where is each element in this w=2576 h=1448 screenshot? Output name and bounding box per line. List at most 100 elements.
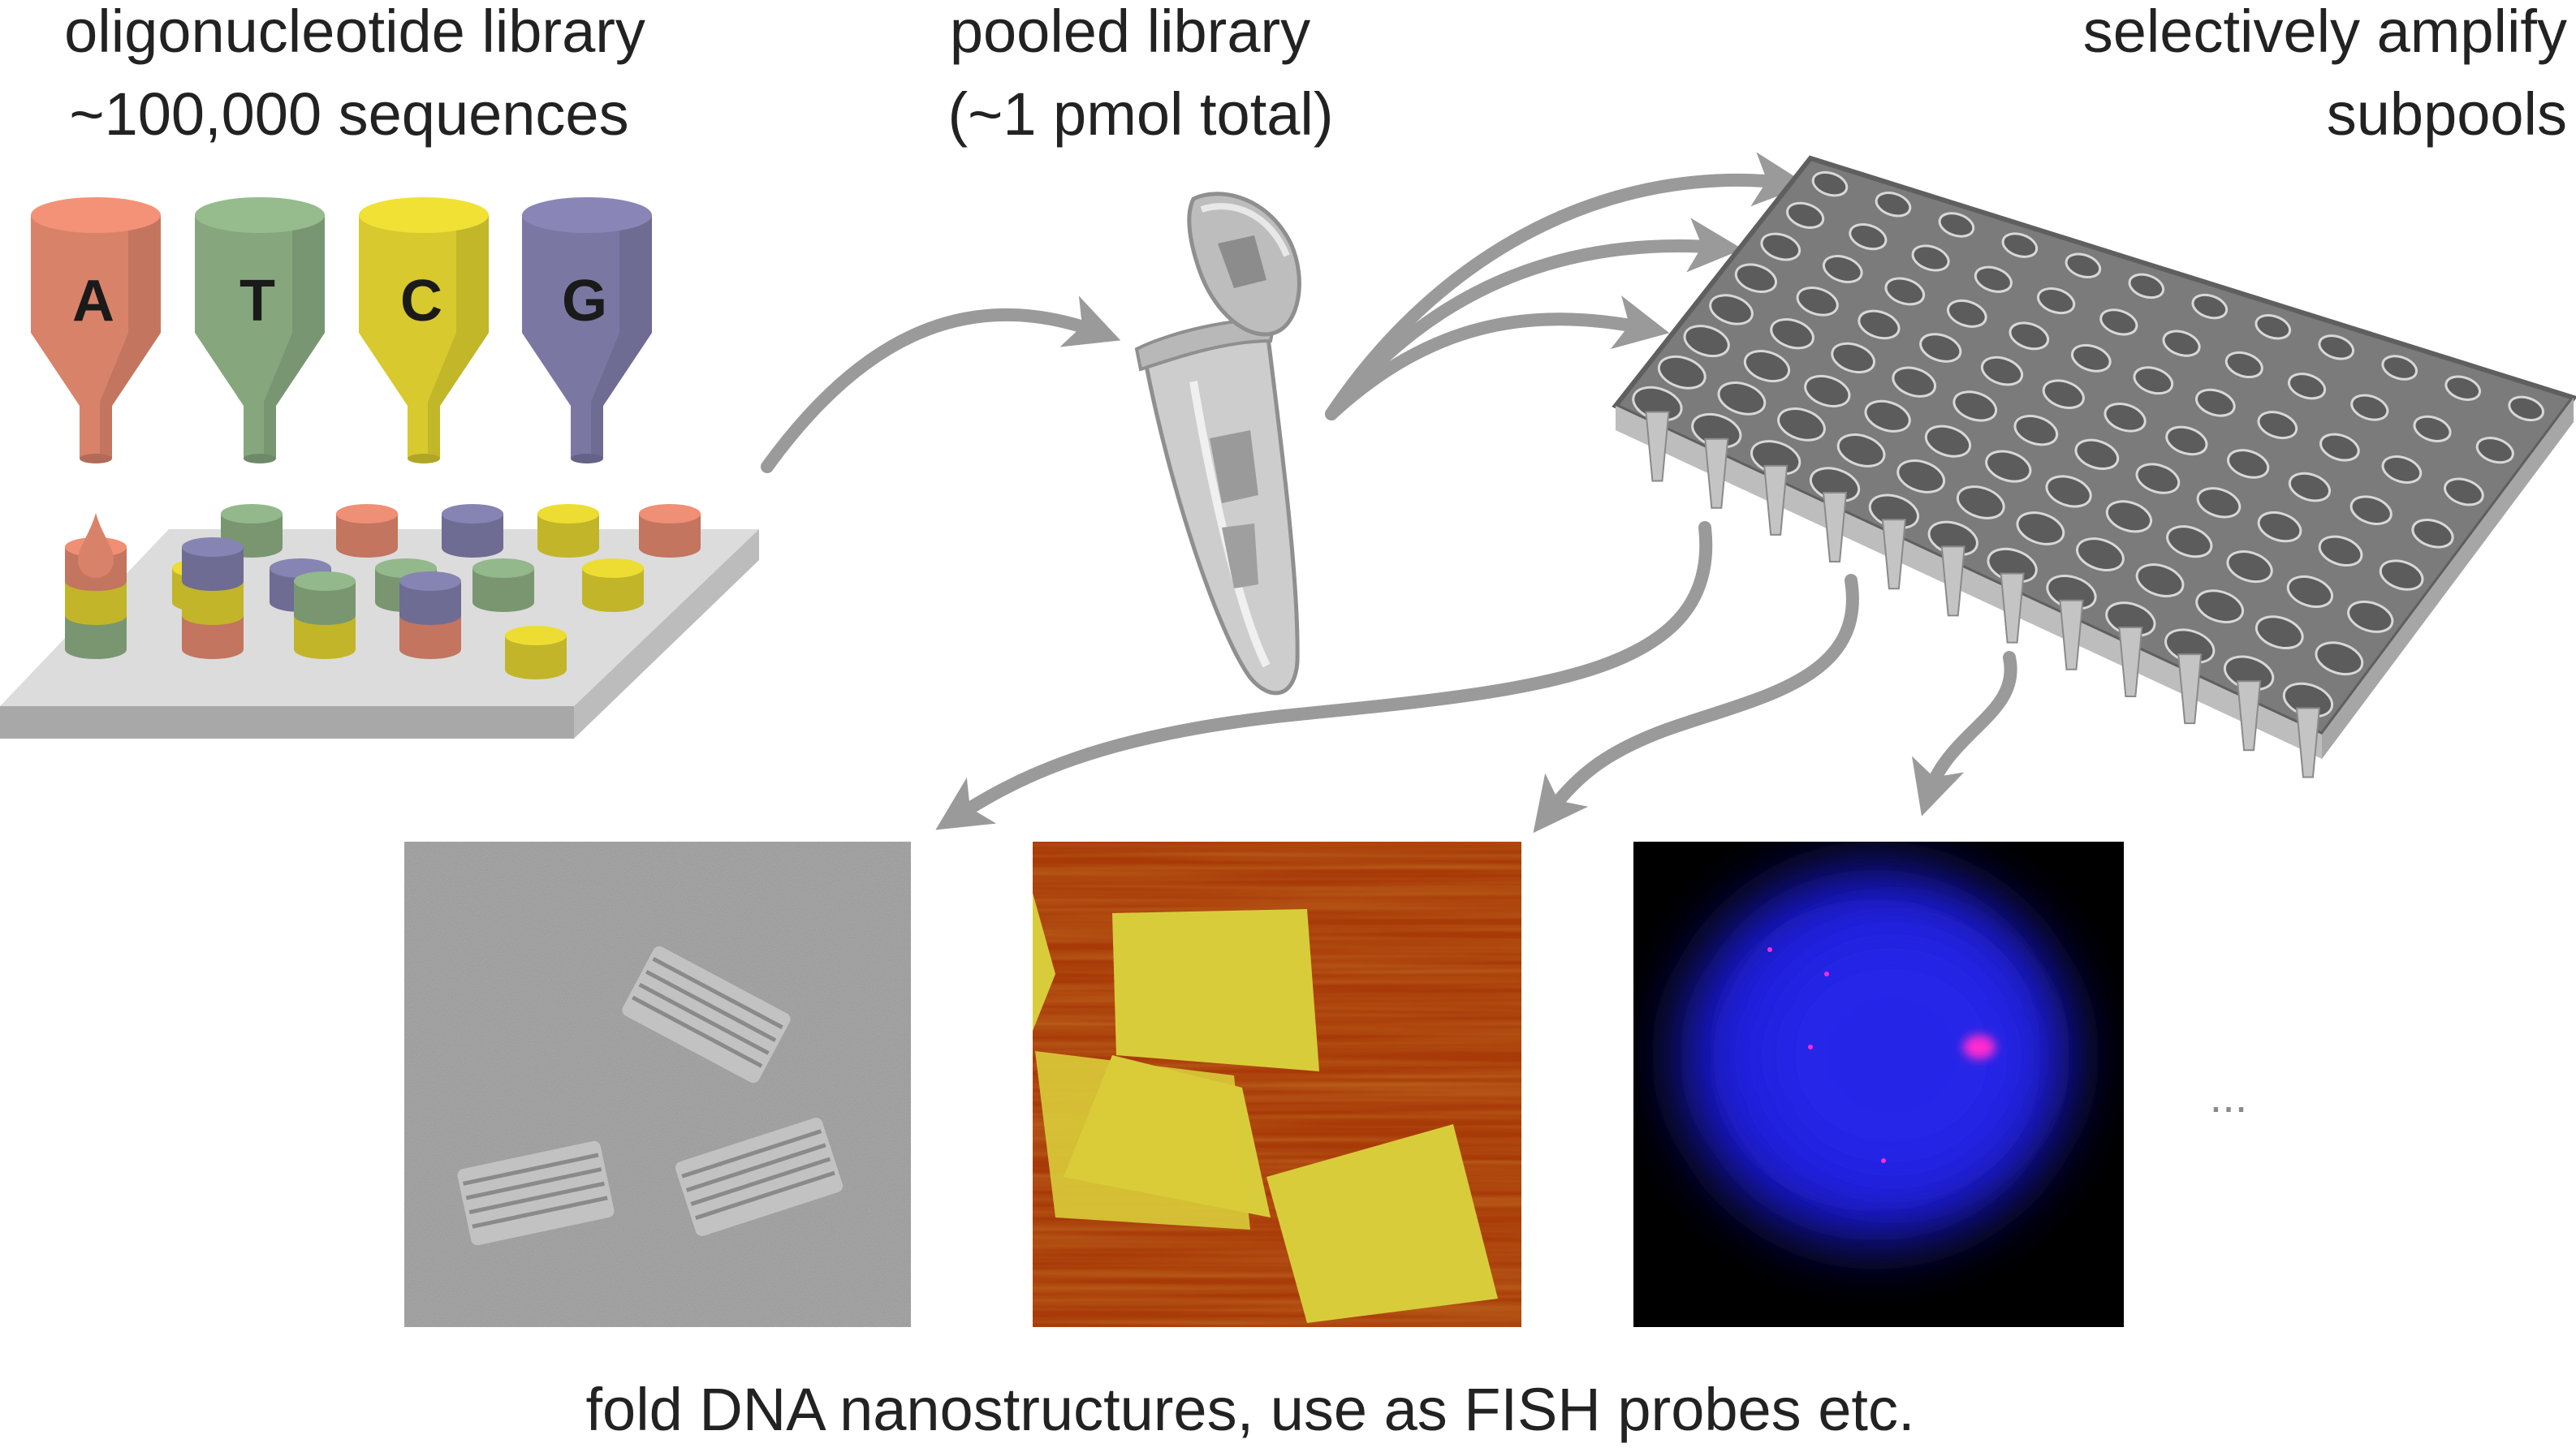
arrow-tube-to-plate-3	[1325, 295, 1670, 420]
synthesis-column	[182, 537, 244, 659]
well-plate-icon	[1612, 155, 2576, 778]
plate-well	[1804, 374, 1851, 407]
plate-well	[2381, 455, 2423, 484]
step3-label-line2: subpools	[2327, 80, 2567, 148]
plate-well	[2224, 351, 2263, 379]
plate-well	[2508, 395, 2544, 422]
arrow-plate-to-tem	[935, 521, 1713, 830]
plate-well	[2133, 366, 2174, 395]
plate-well-tip	[2118, 626, 2143, 697]
plate-well	[2286, 575, 2333, 608]
plate-well	[2076, 537, 2125, 571]
plate-well	[2162, 330, 2201, 357]
plate-well	[2195, 589, 2245, 623]
plate-well	[1864, 399, 1911, 433]
plate-well	[2065, 252, 2102, 278]
ellipsis: ...	[2210, 1071, 2248, 1122]
plate-well	[2070, 343, 2112, 373]
plate-well	[2379, 559, 2424, 591]
arrow-plate-to-fish	[1912, 651, 2017, 817]
reservoir-T: T	[195, 197, 325, 463]
synthesis-column	[537, 504, 599, 558]
plate-well	[1743, 350, 1791, 383]
tem-origami-2	[457, 1140, 615, 1246]
reservoir-A: A	[31, 197, 161, 463]
plate-well	[2016, 511, 2065, 545]
plate-well	[1709, 294, 1754, 325]
reservoir-C: C	[359, 197, 489, 463]
plate-well	[2191, 293, 2229, 320]
arrow-chip-to-tube	[761, 295, 1121, 473]
plate-well-tip	[1645, 411, 1670, 482]
plate-well	[2001, 232, 2039, 258]
plate-well	[1924, 424, 1972, 458]
plate-well-tip	[2000, 572, 2025, 644]
synthesis-column	[582, 558, 644, 612]
reservoir-label-T: T	[239, 269, 275, 334]
plate-well	[1892, 366, 1937, 398]
step3-label-line1: selectively amplify	[2083, 0, 2567, 65]
plate-well	[2347, 600, 2394, 633]
reservoir-label-C: C	[400, 269, 442, 334]
plate-well	[2381, 355, 2419, 381]
plate-well	[1760, 232, 1801, 261]
plate-well-tip	[2236, 680, 2262, 752]
plate-well	[1796, 287, 1839, 317]
plate-well	[1717, 381, 1767, 416]
plate-well	[2444, 477, 2484, 506]
tem-origami-1	[622, 946, 791, 1084]
plate-well	[2074, 438, 2120, 471]
plate-well	[2105, 500, 2153, 533]
plate-well	[1683, 325, 1730, 358]
plate-well	[1657, 355, 1707, 390]
step1-label-line2: ~100,000 sequences	[69, 80, 628, 148]
plate-well-tip	[1763, 464, 1789, 536]
synthesis-column	[399, 571, 461, 659]
plate-well	[1884, 277, 1926, 306]
afm-origami-4	[1033, 893, 1055, 1031]
plate-well	[2444, 375, 2481, 401]
plate-well	[1822, 255, 1863, 283]
reservoir-G: G	[522, 197, 652, 463]
afm-image	[1033, 842, 1521, 1327]
plate-well	[2255, 615, 2304, 649]
plate-well	[1831, 342, 1875, 374]
plate-well	[2257, 511, 2302, 543]
plate-well	[2135, 463, 2181, 494]
droplet-icon	[78, 513, 114, 578]
caption: fold DNA nanostructures, use as FISH pro…	[586, 1376, 1915, 1443]
microcentrifuge-tube-icon	[1134, 192, 1301, 696]
plate-well	[1858, 309, 1901, 340]
plate-well	[1938, 212, 1975, 238]
plate-well	[2104, 403, 2147, 433]
plate-well	[1911, 244, 1950, 272]
plate-well	[2318, 535, 2363, 567]
plate-well-tip	[1881, 519, 1906, 590]
plate-well	[2128, 273, 2165, 300]
plate-well	[2315, 641, 2364, 676]
plate-well-tip	[1940, 545, 1965, 617]
tem-origami-3	[675, 1118, 844, 1236]
synthesis-column	[505, 626, 567, 679]
plate-well	[2013, 414, 2059, 446]
synthesis-column	[442, 504, 503, 558]
plate-well	[2166, 525, 2213, 558]
synthesis-columns	[65, 504, 701, 679]
plate-well	[1777, 407, 1826, 442]
plate-well	[1836, 433, 1886, 468]
plate-well	[2165, 425, 2208, 456]
synthesis-column	[639, 504, 701, 558]
fish-probe-spot	[1963, 1035, 1996, 1059]
reservoir-label-A: A	[72, 269, 114, 334]
plate-well	[2196, 487, 2242, 519]
plate-well-tip	[1822, 492, 1848, 563]
plate-well	[1770, 318, 1814, 350]
plate-well	[1946, 299, 1987, 328]
afm-origami-3	[1266, 1124, 1498, 1323]
plate-well	[1952, 390, 1998, 422]
plate-well	[1896, 459, 1946, 493]
plate-well	[1985, 450, 2032, 483]
plate-well	[2009, 321, 2050, 351]
